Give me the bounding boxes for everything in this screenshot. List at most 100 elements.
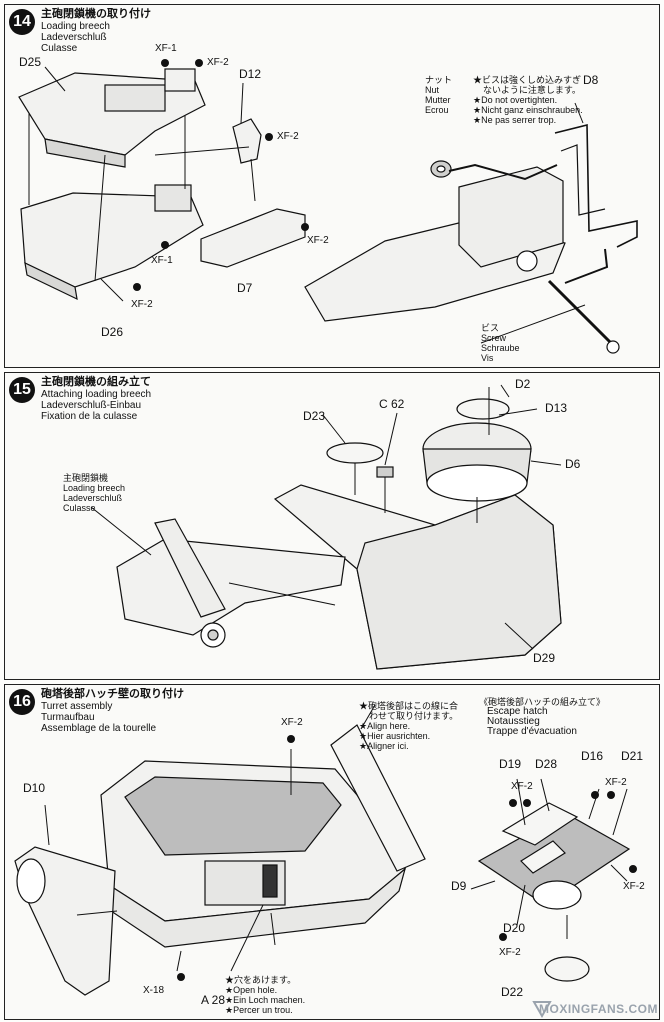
label-d12: D12	[239, 67, 262, 81]
part-c62-shape	[376, 466, 394, 478]
label-d10: D10	[23, 781, 46, 795]
warning-jp-line1: ★ビスは強くしめ込みすぎ	[473, 75, 582, 85]
turret-body-drawing	[90, 384, 562, 670]
part-d12-shape	[232, 118, 262, 164]
screw-label-en: Screw	[481, 333, 507, 343]
label-xf-2-bottom: XF-2	[131, 299, 153, 310]
label-d2: D2	[515, 377, 531, 391]
screw-label-de: Schraube	[481, 343, 520, 353]
label-x-18: X-18	[143, 985, 165, 996]
nut-label-en: Nut	[425, 85, 440, 95]
watermark-text: MOXINGFANS.COM	[538, 1002, 658, 1016]
warning-jp-line2: ないように注意します。	[483, 85, 581, 95]
label-xf-2-turret: XF-2	[281, 717, 303, 728]
step-title-block: 砲塔後部ハッチ壁の取り付け Turret assembly Turmaufbau…	[41, 688, 184, 735]
label-d7: D7	[237, 281, 253, 295]
nut-label-block: ナット Nut Mutter Ecrou	[425, 75, 452, 115]
hole-note-jp: ★穴をあけます。	[225, 975, 297, 985]
step-title-de: Turmaufbau	[41, 712, 95, 723]
label-xf-2-hatch-right: XF-2	[605, 777, 627, 788]
label-d22: D22	[501, 985, 524, 999]
label-d25: D25	[19, 55, 42, 69]
overtighten-warning: ★ビスは強くしめ込みすぎ ないように注意します。 ★Do not overtig…	[473, 75, 583, 125]
label-xf-2-mid: XF-2	[277, 131, 299, 142]
nut-label-jp: ナット	[425, 75, 453, 85]
step-title-block: 主砲閉鎖機の組み立て Attaching loading breech Lade…	[41, 376, 152, 423]
label-d19: D19	[499, 757, 522, 771]
step-number-badge: 14	[9, 9, 35, 35]
warning-de: ★Nicht ganz einschrauben.	[473, 105, 583, 115]
label-xf-2-hatch-left: XF-2	[511, 781, 533, 792]
nut-label-fr: Ecrou	[425, 105, 449, 115]
label-d29: D29	[533, 651, 556, 665]
label-xf-2-d7: XF-2	[307, 235, 329, 246]
hole-note-de: ★Ein Loch machen.	[225, 995, 306, 1005]
step-title-de: Ladeverschluß-Einbau	[41, 400, 142, 411]
align-note-jp1: ★砲塔後部はこの線に合	[359, 701, 459, 711]
breech-assembly-drawing	[18, 59, 638, 354]
escape-hatch-title: 《砲塔後部ハッチの組み立て》 Escape hatch Notausstieg …	[479, 697, 605, 737]
breech-label-jp: 主砲閉鎖機	[63, 473, 109, 483]
hatch-title-fr: Trappe d'évacuation	[487, 726, 577, 737]
label-xf-2-hatch-bottom: XF-2	[499, 947, 521, 958]
label-d23: D23	[303, 409, 326, 423]
step-title-jp: 主砲閉鎖機の組み立て	[41, 376, 151, 388]
align-note-fr: ★Aligner ici.	[359, 741, 409, 751]
align-note-de: ★Hier ausrichten.	[359, 731, 431, 741]
label-xf-2-top: XF-2	[207, 57, 229, 68]
step-16-panel: 16 砲塔後部ハッチ壁の取り付け Turret assembly Turmauf…	[4, 684, 660, 1020]
label-d16: D16	[581, 749, 604, 763]
screw-shape	[547, 279, 613, 345]
label-d6: D6	[565, 457, 581, 471]
label-c62: C 62	[379, 397, 405, 411]
label-d26: D26	[101, 325, 124, 339]
watermark-logo-icon	[532, 1001, 552, 1018]
hatch-title-jp: 《砲塔後部ハッチの組み立て》	[479, 697, 606, 707]
align-note-en: ★Align here.	[359, 721, 411, 731]
align-note-jp2: わせて取り付けます。	[369, 711, 459, 721]
step-15-panel: 15 主砲閉鎖機の組み立て Attaching loading breech L…	[4, 372, 660, 680]
part-d22-shape	[544, 956, 590, 982]
label-d21: D21	[621, 749, 644, 763]
step-title-en: Attaching loading breech	[41, 389, 152, 400]
hole-note-fr: ★Percer un trou.	[225, 1005, 293, 1015]
hatch-title-en: Escape hatch	[487, 706, 548, 717]
part-d23-shape	[326, 442, 384, 464]
label-a28: A 28	[201, 993, 226, 1007]
label-d9: D9	[451, 879, 467, 893]
nut-label-de: Mutter	[425, 95, 451, 105]
step-title-en: Turret assembly	[41, 701, 113, 712]
label-xf-1-bottom: XF-1	[151, 255, 173, 266]
breech-label-fr: Culasse	[63, 503, 96, 513]
label-d13: D13	[545, 401, 568, 415]
part-d7-shape	[200, 208, 306, 268]
label-xf-1-top: XF-1	[155, 43, 177, 54]
warning-fr: ★Ne pas serrer trop.	[473, 115, 557, 125]
breech-label-en: Loading breech	[63, 483, 126, 493]
open-hole-note: ★穴をあけます。 ★Open hole. ★Ein Loch machen. ★…	[225, 975, 305, 1015]
label-d8: D8	[583, 73, 599, 87]
loading-breech-shape	[116, 538, 346, 636]
step-title-jp: 主砲閉鎖機の取り付け	[41, 8, 151, 20]
step-number-badge: 15	[9, 377, 35, 403]
label-d28: D28	[535, 757, 558, 771]
step-title-de: Ladeverschluß	[41, 32, 107, 43]
screw-label-fr: Vis	[481, 353, 494, 363]
step-title-jp: 砲塔後部ハッチ壁の取り付け	[41, 688, 184, 700]
step-title-block: 主砲閉鎖機の取り付け Loading breech Ladeverschluß …	[41, 8, 151, 55]
hatch-title-de: Notausstieg	[487, 716, 540, 727]
label-d20: D20	[503, 921, 526, 935]
step-title-en: Loading breech	[41, 21, 110, 32]
step-title-fr: Assemblage de la tourelle	[41, 723, 157, 734]
part-d13-shape	[456, 398, 510, 420]
align-note: ★砲塔後部はこの線に合 わせて取り付けます。 ★Align here. ★Hie…	[359, 701, 458, 751]
part-d8-shape	[554, 123, 638, 248]
step-title-fr: Fixation de la culasse	[41, 411, 138, 422]
label-xf-2-hatch-side: XF-2	[623, 881, 645, 892]
screw-label-block: ビス Screw Schraube Vis	[481, 323, 520, 363]
turret-rear-drawing	[14, 704, 637, 996]
hole-note-en: ★Open hole.	[225, 985, 278, 995]
step-number-badge: 16	[9, 689, 35, 715]
step-title-fr: Culasse	[41, 43, 78, 54]
warning-en: ★Do not overtighten.	[473, 95, 558, 105]
